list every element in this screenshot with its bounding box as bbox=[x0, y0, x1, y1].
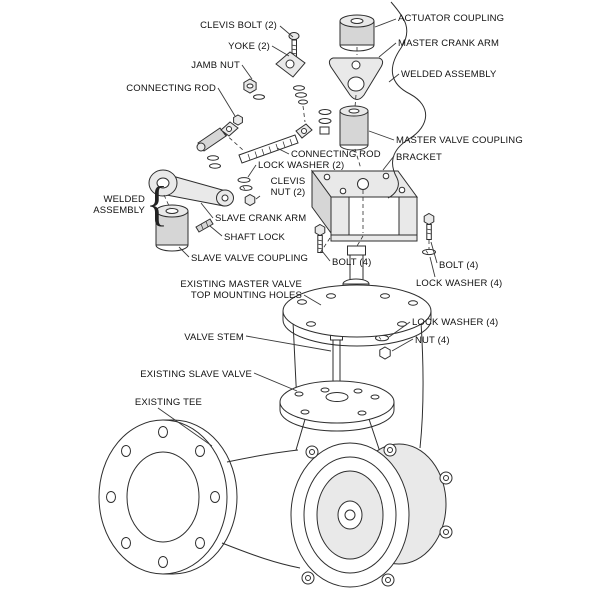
label-shaft-lock: SHAFT LOCK bbox=[224, 232, 285, 243]
part-yoke bbox=[275, 51, 308, 105]
assembly-axis-lines bbox=[163, 47, 430, 254]
label-clevis-nut-2-line2: NUT (2) bbox=[270, 187, 306, 198]
label-master-crank-arm: MASTER CRANK ARM bbox=[398, 38, 500, 49]
label-slave-crank-arm: SLAVE CRANK ARM bbox=[215, 213, 307, 224]
leader-lines bbox=[157, 18, 438, 447]
label-clevis-nut-2-line1: CLEVIS bbox=[270, 176, 306, 187]
part-master-valve-coupling bbox=[318, 105, 369, 151]
label-existing-master-valve-line1: EXISTING MASTER VALVE bbox=[180, 279, 302, 290]
part-existing-tee bbox=[98, 321, 453, 588]
label-bolt-4-left: BOLT (4) bbox=[332, 257, 372, 268]
label-connecting-rod-mid: CONNECTING ROD bbox=[291, 149, 381, 160]
label-welded-assembly-left-line2: ASSEMBLY bbox=[93, 205, 145, 216]
part-master-crank-arm bbox=[328, 57, 384, 100]
label-nut-4: NUT (4) bbox=[415, 335, 450, 346]
part-connecting-rod-threaded bbox=[238, 123, 313, 164]
label-lock-washer-4-upper: LOCK WASHER (4) bbox=[416, 278, 503, 289]
label-lock-washer-4-lower: LOCK WASHER (4) bbox=[412, 317, 499, 328]
part-connecting-rod-upper bbox=[196, 114, 243, 169]
label-existing-master-valve: EXISTING MASTER VALVE TOP MOUNTING HOLES bbox=[180, 279, 302, 301]
part-shaft-lock bbox=[195, 218, 214, 233]
label-yoke: YOKE (2) bbox=[228, 41, 270, 52]
part-jamb-nut bbox=[243, 78, 265, 100]
label-existing-master-valve-line2: TOP MOUNTING HOLES bbox=[190, 290, 302, 301]
label-connecting-rod-upper: CONNECTING ROD bbox=[126, 83, 216, 94]
label-clevis-bolt: CLEVIS BOLT (2) bbox=[200, 20, 277, 31]
label-actuator-coupling: ACTUATOR COUPLING bbox=[398, 13, 505, 24]
label-welded-assembly-right: WELDED ASSEMBLY bbox=[401, 69, 497, 80]
label-existing-slave-valve: EXISTING SLAVE VALVE bbox=[140, 369, 252, 380]
part-bracket bbox=[311, 169, 418, 242]
label-welded-assembly-left-line1: WELDED bbox=[103, 194, 145, 205]
label-bracket: BRACKET bbox=[396, 152, 442, 163]
welded-assembly-brace: { bbox=[146, 176, 169, 231]
part-slave-crank-arm bbox=[148, 169, 256, 207]
label-master-valve-coupling: MASTER VALVE COUPLING bbox=[396, 135, 523, 146]
part-existing-master-valve bbox=[282, 245, 432, 347]
part-bolts-washers bbox=[314, 212, 436, 256]
label-valve-stem: VALVE STEM bbox=[184, 332, 244, 343]
label-bolt-4-right: BOLT (4) bbox=[439, 260, 479, 271]
part-slave-valve-coupling bbox=[155, 204, 189, 252]
welded-assembly-wavy-line bbox=[387, 1, 427, 199]
label-welded-assembly-left: WELDED ASSEMBLY bbox=[93, 194, 145, 216]
label-clevis-nut-2: CLEVIS NUT (2) bbox=[262, 176, 314, 198]
label-jamb-nut: JAMB NUT bbox=[191, 60, 240, 71]
label-slave-valve-coupling: SLAVE VALVE COUPLING bbox=[191, 253, 309, 264]
part-actuator-coupling bbox=[339, 14, 375, 52]
label-existing-tee: EXISTING TEE bbox=[134, 397, 202, 408]
part-existing-slave-valve bbox=[279, 331, 395, 432]
label-lock-washer-2: LOCK WASHER (2) bbox=[258, 160, 345, 171]
